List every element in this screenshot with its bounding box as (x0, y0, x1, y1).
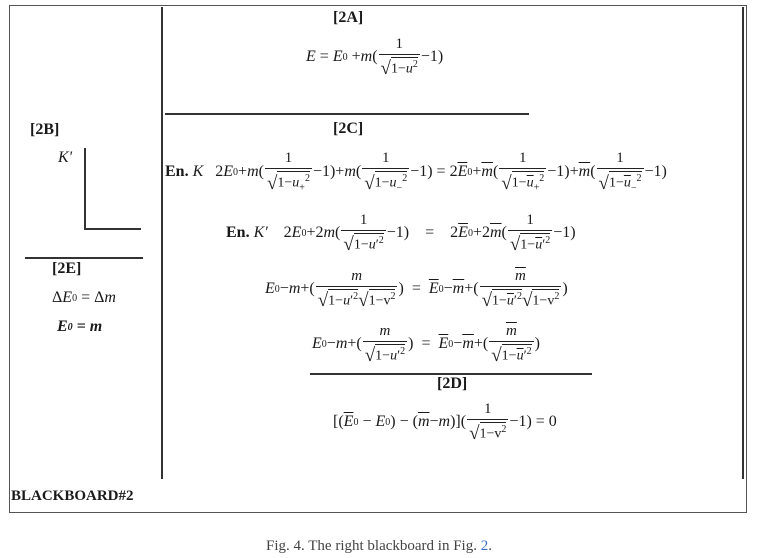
label-2d: [2D] (437, 375, 468, 392)
divider-2c-2d (310, 373, 592, 375)
k-prime-axis-horizontal (84, 228, 141, 230)
divider-2b-2e (25, 257, 143, 259)
divider-left-vertical (161, 7, 163, 479)
label-blackboard: BLACKBOARD#2 (11, 488, 134, 504)
figure-caption: Fig. 4. The right blackboard in Fig. 2. (0, 538, 758, 555)
en-kp-label: En. (226, 224, 250, 242)
en-k-label: En. (165, 163, 189, 181)
divider-right-vertical (742, 7, 744, 479)
en-kp-symbol: K' (253, 224, 268, 242)
label-2e: [2E] (52, 260, 82, 277)
k-prime-symbol: K' (58, 149, 73, 166)
label-2c: [2C] (333, 120, 364, 137)
divider-2a-2c (165, 113, 529, 115)
blackboard-frame (9, 5, 747, 513)
caption-figure-link[interactable]: 2 (480, 538, 489, 554)
label-2a: [2A] (333, 9, 364, 26)
caption-text: Fig. 4. The right blackboard in Fig. (266, 538, 481, 554)
caption-period: . (488, 538, 492, 554)
k-prime-axis-vertical (84, 148, 86, 230)
label-2b: [2B] (30, 121, 60, 138)
en-k-symbol: K (192, 163, 204, 181)
